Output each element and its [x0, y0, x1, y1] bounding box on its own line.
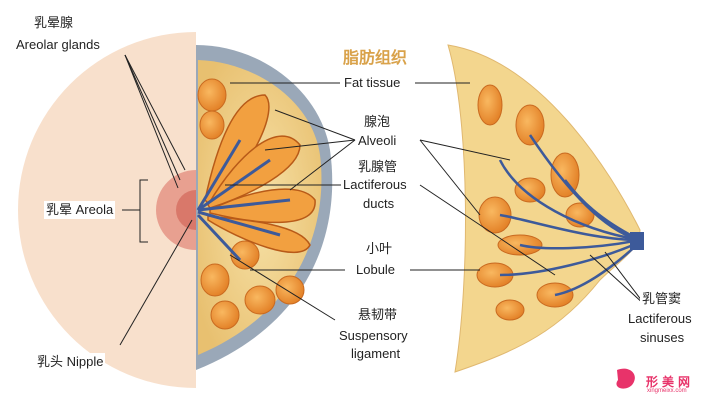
label-ligament-cn: 悬韧带: [356, 306, 400, 324]
label-ducts-2: ducts: [361, 195, 397, 213]
label-ducts-cn: 乳腺管: [356, 158, 400, 176]
label-lobule: Lobule: [354, 261, 398, 279]
label-ligament-2: ligament: [349, 345, 403, 363]
label-fat-tissue: Fat tissue: [342, 74, 403, 92]
label-ducts-1: Lactiferous: [341, 176, 409, 194]
label-alveoli-cn: 腺泡: [362, 113, 393, 131]
label-fat-tissue-cn: 脂肪组织: [343, 50, 408, 67]
label-sinuses-2: sinuses: [638, 329, 687, 347]
label-lobule-cn: 小叶: [364, 240, 395, 258]
label-ligament-1: Suspensory: [337, 327, 410, 345]
leader-lines: [119, 54, 646, 346]
label-areolar-glands-cn: 乳晕腺: [32, 14, 76, 32]
label-areolar-glands: Areolar glands: [14, 36, 102, 54]
watermark-url: xingmeixx.com: [647, 388, 687, 394]
side-profile: [447, 44, 644, 373]
label-nipple: 乳头 Nipple: [35, 353, 106, 371]
watermark-logo: [616, 368, 635, 389]
label-sinuses-1: Lactiferous: [626, 310, 694, 328]
label-alveoli: Alveoli: [356, 132, 399, 150]
cross-section: [196, 45, 333, 370]
nipple: [176, 190, 196, 230]
watermark-text: 形美网: [646, 375, 695, 389]
label-sinuses-cn: 乳管窦: [640, 290, 684, 308]
label-areola: 乳晕 Areola: [44, 201, 116, 219]
